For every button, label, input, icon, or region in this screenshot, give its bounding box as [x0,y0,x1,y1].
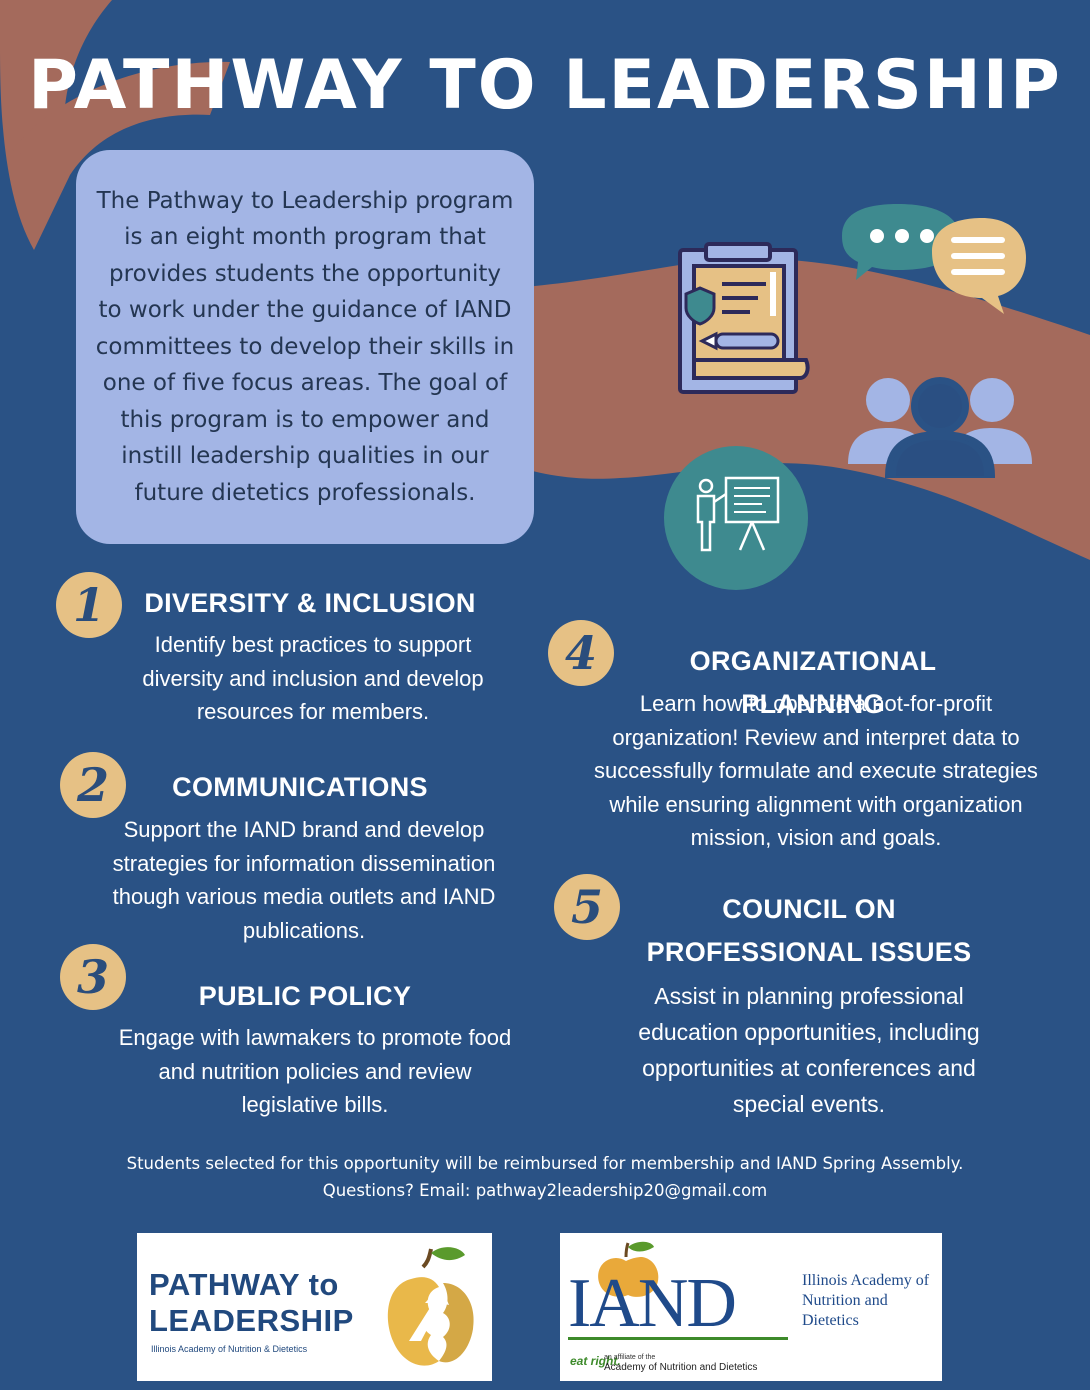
iand-full-name: Illinois Academy of Nutrition and Dietet… [802,1272,930,1329]
focus-desc-council-professional-issues: Assist in planning professional educatio… [638,983,980,1117]
focus-title-communications: COMMUNICATIONS [172,772,428,802]
pathway-to-leadership-logo: PATHWAY to LEADERSHIP Illinois Academy o… [137,1233,492,1381]
focus-desc-diversity-inclusion: Identify best practices to support diver… [142,632,484,724]
chat-bubbles-icon [842,204,1026,314]
reimbursement-note: Students selected for this opportunity w… [126,1154,964,1173]
clipboard-document-icon [678,242,810,394]
intro-text: The Pathway to Leadership program is an … [95,187,515,506]
page-title: PATHWAY TO LEADERSHIP [28,46,1062,125]
focus-desc-public-policy: Engage with lawmakers to promote food an… [118,1025,512,1117]
group-of-people-icon [848,377,1032,478]
focus-number-2: 2 [60,752,126,818]
focus-title-public-policy: PUBLIC POLICY [198,981,412,1011]
iand-wordmark: IAND [568,1265,737,1342]
focus-number-4: 4 [548,620,614,686]
logo-pathway-text: PATHWAY to [149,1267,339,1302]
iand-underline [568,1337,788,1340]
intro-box: The Pathway to Leadership program is an … [76,150,534,544]
focus-number-3: 3 [60,944,126,1010]
academy-name: Academy of Nutrition and Dietetics [604,1362,758,1373]
iand-logo: IAND Illinois Academy of Nutrition and D… [560,1233,942,1381]
focus-title-organizational-planning: ORGANIZATIONAL PLANNING [689,646,937,719]
logo-pathway-subtitle: Illinois Academy of Nutrition & Dietetic… [151,1344,308,1354]
focus-title-council-professional-issues: COUNCIL ON PROFESSIONAL ISSUES [646,894,972,967]
focus-number-5: 5 [554,874,620,940]
logo-leadership-text: LEADERSHIP [149,1303,354,1338]
focus-title-diversity-inclusion: DIVERSITY & INCLUSION [144,588,476,618]
presentation-board-icon [664,446,808,590]
affiliate-label: an affiliate of the [604,1354,656,1361]
peach-arrow-icon [387,1247,474,1366]
focus-desc-organizational-planning: Learn how to operate a not-for-profit or… [594,691,1038,850]
focus-desc-communications: Support the IAND brand and develop strat… [112,817,496,943]
footer: Students selected for this opportunity w… [0,1150,1090,1204]
apple-icon [598,1241,659,1297]
eat-right-badge: eat right. [570,1354,621,1368]
contact-email[interactable]: Questions? Email: pathway2leadership20@g… [322,1181,768,1200]
focus-number-1: 1 [56,572,122,638]
